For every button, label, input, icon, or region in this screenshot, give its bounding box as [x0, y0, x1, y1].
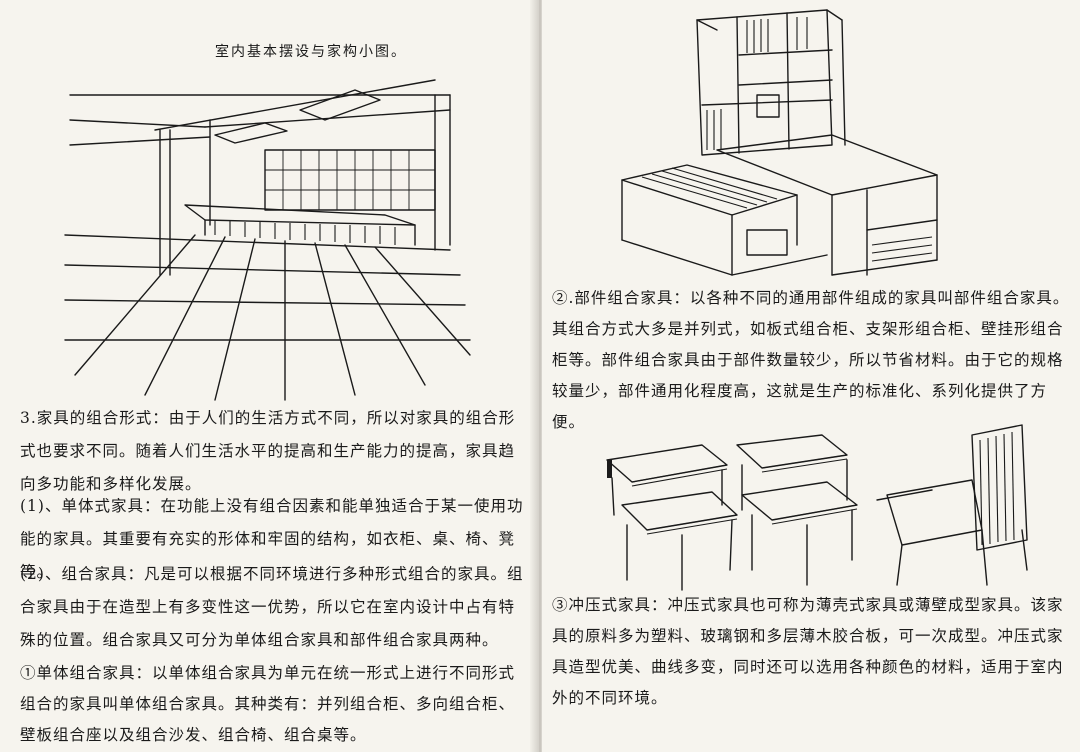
right-page: ②.部件组合家具：以各种不同的通用部件组成的家具叫部件组合家具。其组合方式大多是…	[542, 0, 1080, 752]
paragraph-2a: ①单体组合家具：以单体组合家具为单元在统一形式上进行不同形式组合的家具叫单体组合…	[20, 664, 516, 744]
paragraph-3: 3.家具的组合形式：由于人们的生活方式不同，所以对家具的组合形式也要求不同。随着…	[20, 409, 516, 493]
combination-bed-desk-cabinet-sketch	[621, 9, 938, 276]
page-title: 室内基本摆设与家构小图。	[215, 44, 407, 60]
left-page: 室内基本摆设与家构小图。	[0, 0, 538, 752]
interior-perspective-sketch	[64, 79, 471, 401]
paragraph-c: ③冲压式家具：冲压式家具也可称为薄壳式家具或薄壁成型家具。该家具的原料多为塑料、…	[552, 596, 1064, 707]
paragraph-2: (2)、组合家具：凡是可以根据不同环境进行多种形式组合的家具。组合家具由于在造型…	[20, 565, 524, 649]
paragraph-b: ②.部件组合家具：以各种不同的通用部件组成的家具叫部件组合家具。其组合方式大多是…	[552, 289, 1070, 431]
paragraph-1: (1)、单体式家具：在功能上没有组合因素和能单独适合于某一使用功能的家具。其重要…	[20, 497, 524, 581]
stools-and-armchair-sketch	[606, 424, 1028, 591]
